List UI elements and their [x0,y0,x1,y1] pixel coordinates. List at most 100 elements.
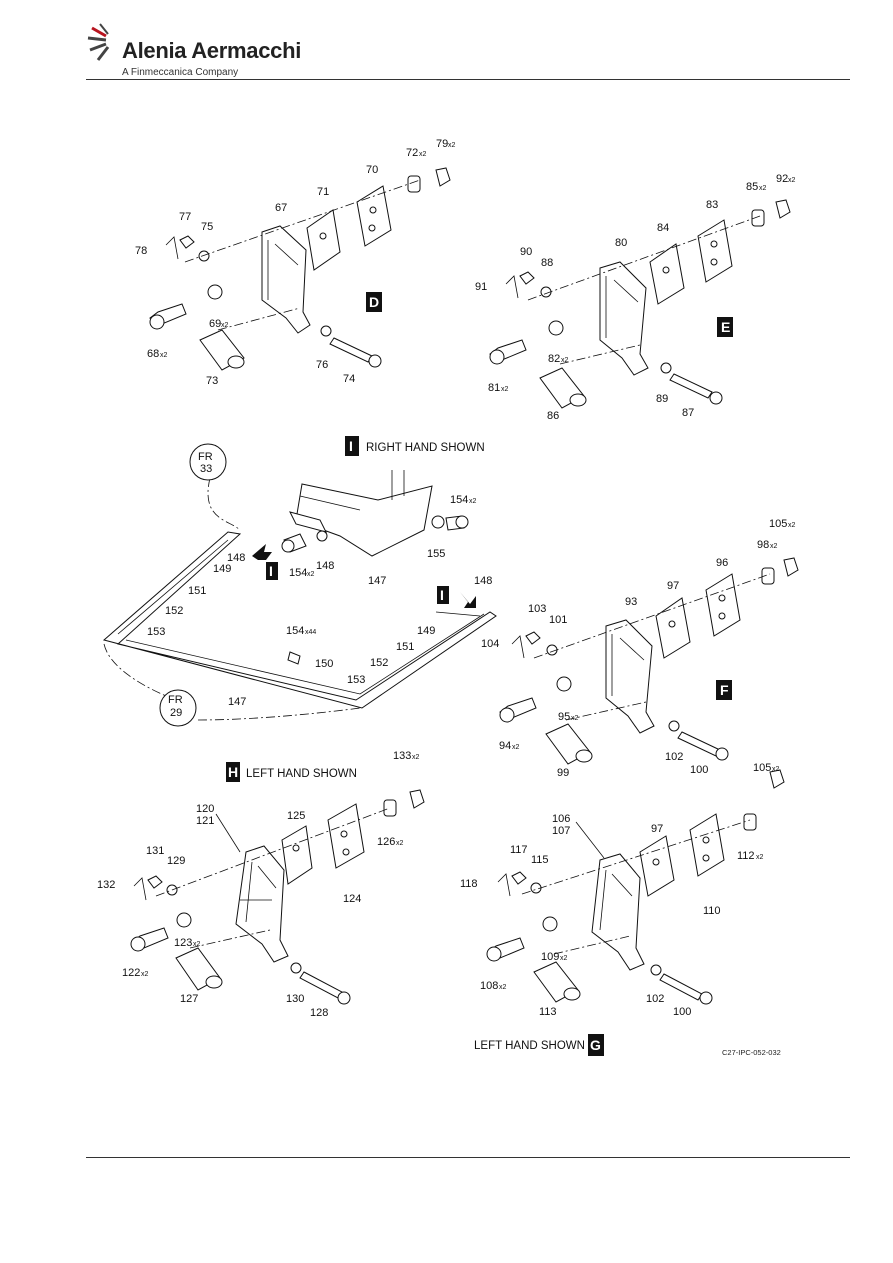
svg-text:x2: x2 [501,386,509,393]
item-number: 117 [510,844,528,856]
svg-text:H: H [228,764,238,780]
item-number: 77 [179,211,191,223]
shim-plate [306,209,341,271]
item-number: 102 [646,993,664,1005]
item-callouts-h: 133 126 120 121 125 131 129 132 124 123 … [97,750,411,1019]
view-h-box: H LEFT HAND SHOWN [226,762,357,782]
item-number: 75 [201,221,213,233]
figure-code: C27-IPC-052-032 [722,1048,781,1057]
item-number: 132 [97,879,115,891]
item-number: 130 [286,993,304,1005]
brand-tagline: A Finmeccanica Company [122,67,239,78]
item-number: 148 [316,560,334,572]
svg-text:x44: x44 [305,629,316,636]
item-number: 147 [228,696,246,708]
item-number: 87 [682,407,694,419]
item-callouts-i: 154 155 148 147 148 149 151 152 153 154 … [147,494,492,708]
svg-text:x2: x2 [419,151,427,158]
svg-text:x2: x2 [193,941,201,948]
view-g-box: LEFT HAND SHOWN G [474,1034,604,1056]
item-number: 154 [289,567,307,579]
item-number: 73 [206,375,218,387]
svg-text:x2: x2 [307,571,315,578]
item-number: 86 [547,410,559,422]
svg-text:x2: x2 [561,357,569,364]
item-number: 93 [625,596,637,608]
svg-text:x2: x2 [412,754,420,761]
item-number: 84 [657,222,669,234]
item-number: 149 [417,625,435,637]
svg-text:E: E [721,319,730,335]
item-number: 91 [475,281,487,293]
item-number: 104 [481,638,499,650]
item-number: 125 [287,810,305,822]
view-f-assembly [499,557,799,765]
svg-text:x2: x2 [571,715,579,722]
item-number: 113 [539,1006,557,1018]
svg-text:FR: FR [198,451,213,463]
item-number: 83 [706,199,718,211]
item-number: 154 [286,625,304,637]
view-d-assembly [149,167,451,371]
svg-text:I: I [349,438,353,454]
item-number: 151 [188,585,206,597]
item-number: 81 [488,382,500,394]
item-number: 128 [310,1007,328,1019]
item-number: 100 [690,764,708,776]
item-number: 110 [703,905,721,917]
view-d-box: D [366,292,382,312]
item-callouts-f: 105 98 96 97 93 103 101 104 95 94 99 102… [481,518,787,779]
svg-text:x2: x2 [770,543,778,550]
svg-text:LEFT HAND SHOWN: LEFT HAND SHOWN [246,768,357,780]
svg-text:x2: x2 [756,854,764,861]
svg-text:G: G [590,1037,601,1053]
item-number: 126 [377,836,395,848]
item-number: 89 [656,393,668,405]
item-number: 94 [499,740,511,752]
svg-text:LEFT HAND SHOWN: LEFT HAND SHOWN [474,1040,585,1052]
item-number: 96 [716,557,728,569]
svg-text:x2: x2 [469,498,477,505]
item-number: 69 [209,318,221,330]
item-number: 101 [549,614,567,626]
item-number: 123 [174,937,192,949]
item-number: 82 [548,353,560,365]
svg-text:29: 29 [170,707,182,719]
svg-text:F: F [720,682,729,698]
item-number: 97 [651,823,663,835]
item-number: 129 [167,855,185,867]
svg-text:RIGHT HAND SHOWN: RIGHT HAND SHOWN [366,442,485,454]
svg-text:x2: x2 [788,177,796,184]
item-number: 152 [370,657,388,669]
item-number: 151 [396,641,414,653]
item-number: 106 [552,813,570,825]
svg-text:x2: x2 [160,352,168,359]
item-number: 112 [737,850,755,862]
item-number: 68 [147,348,159,360]
svg-text:x2: x2 [499,984,507,991]
company-logo-icon [87,23,110,61]
item-number: 152 [165,605,183,617]
svg-text:D: D [369,294,379,310]
item-number: 105 [753,762,771,774]
item-number: 154 [450,494,468,506]
footer-rule [86,1157,850,1158]
svg-text:33: 33 [200,463,212,475]
quantity-suffixes: x2 x2 x2 x2 x2 x2 x2 x2 x2 x2 x44 x2 x2 … [141,142,796,991]
svg-text:x2: x2 [448,142,456,149]
item-number: 150 [315,658,333,670]
frame-ref-fr29: FR 29 [159,689,197,727]
svg-text:FR: FR [168,694,183,706]
item-number: 80 [615,237,627,249]
item-callouts-e: 92 85 83 84 80 90 88 91 82 81 86 89 87 [475,173,788,422]
item-number: 71 [317,186,329,198]
view-e-assembly [489,199,791,409]
item-number: 100 [673,1006,691,1018]
item-number: 153 [147,626,165,638]
item-number: 97 [667,580,679,592]
item-number: 105 [769,518,787,530]
item-number: 148 [227,552,245,564]
item-number: 92 [776,173,788,185]
item-number: 120 [196,803,214,815]
svg-text:x2: x2 [772,766,780,773]
